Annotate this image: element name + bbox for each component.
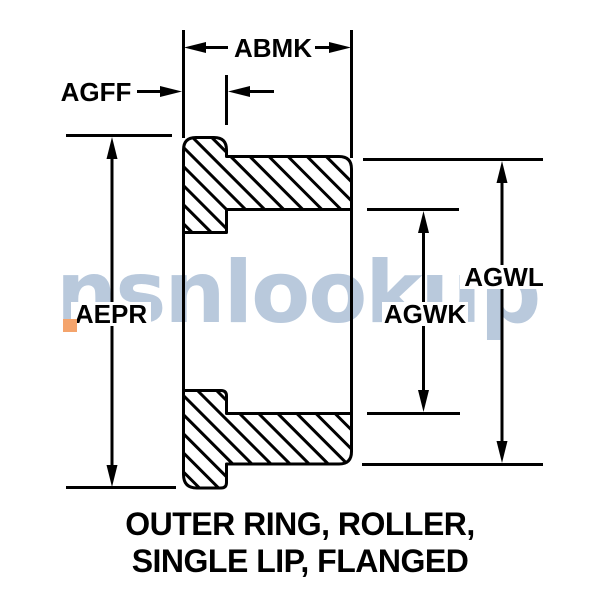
- agff-right-arrowhead: [160, 86, 182, 97]
- agwl-dimension: [362, 158, 543, 466]
- extension-lines: [182, 30, 353, 414]
- agwk-down-arrowhead: [418, 390, 429, 412]
- agff-dimension: [137, 86, 274, 97]
- agwl-down-arrowhead: [496, 441, 508, 463]
- dimension-label-agwk: AGWK: [382, 299, 468, 329]
- dimension-label-abmk: ABMK: [231, 35, 315, 61]
- figure-title-line1: OUTER RING, ROLLER,: [125, 506, 475, 542]
- abmk-left-arrowhead: [184, 42, 206, 53]
- agff-left-arrowhead: [228, 86, 250, 97]
- upper-ring-cross-section: [182, 136, 353, 234]
- agwk-up-arrowhead: [418, 211, 429, 233]
- abmk-right-arrowhead: [329, 42, 351, 53]
- dimension-label-aepr: AEPR: [71, 301, 151, 327]
- dimension-label-agff: AGFF: [57, 79, 135, 105]
- figure-title-line2: SINGLE LIP, FLANGED: [131, 543, 469, 579]
- agwl-up-arrowhead: [496, 161, 508, 183]
- aepr-down-arrowhead: [106, 465, 118, 487]
- aepr-up-arrowhead: [106, 137, 118, 159]
- lower-ring-cross-section: [182, 389, 353, 490]
- watermark-accent-square: [63, 319, 77, 332]
- dimension-label-agwl: AGWL: [460, 264, 548, 290]
- figure-title: OUTER RING, ROLLER, SINGLE LIP, FLANGED: [0, 506, 600, 580]
